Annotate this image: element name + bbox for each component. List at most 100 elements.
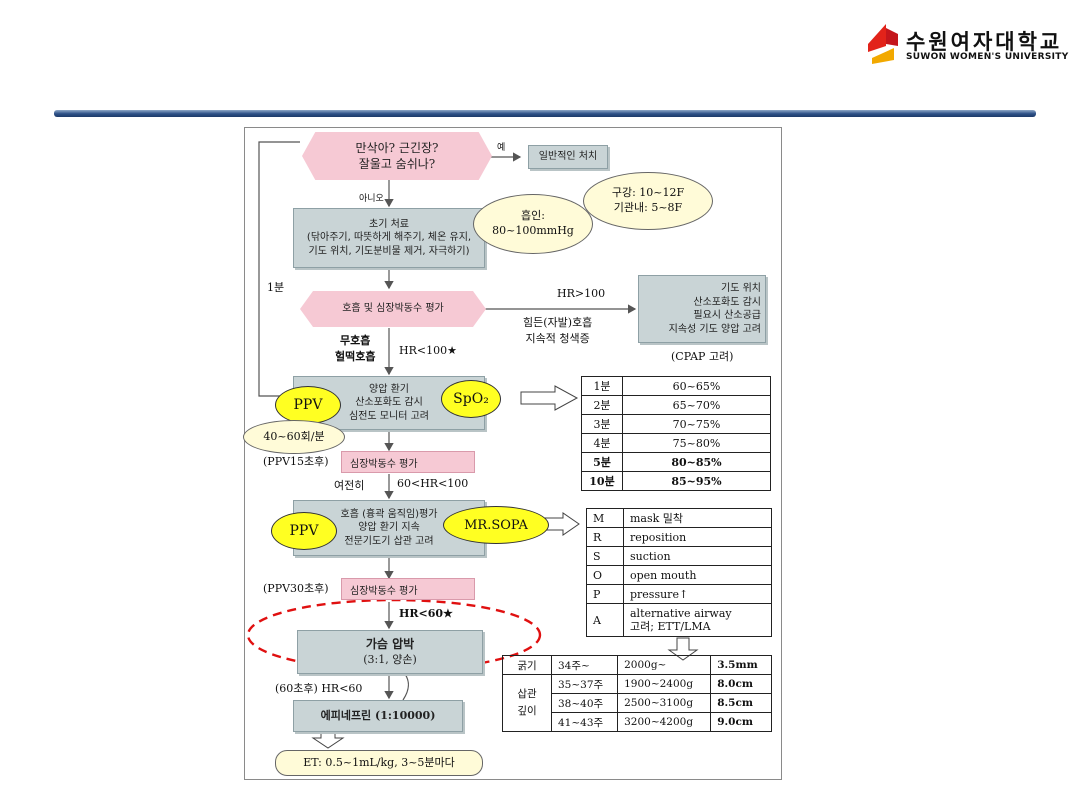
airway-line-2: 산소포화도 감시 <box>693 296 761 308</box>
sopa-step: open mouth <box>623 565 772 585</box>
catheter-size-cloud: 구강: 10~12F 기관내: 5~8F <box>583 172 713 230</box>
ppv-line-1: 양압 환기 <box>369 383 409 395</box>
spo2-oval: SpO₂ <box>441 380 501 418</box>
compression-title: 가슴 압박 <box>365 637 415 652</box>
sopa-letter: O <box>586 565 624 585</box>
spo2-time: 4분 <box>581 433 623 453</box>
hr-eval-2: 심장박동수 평가 <box>341 451 475 473</box>
suction-pressure-cloud: 흡인: 80~100mmHg <box>473 194 593 254</box>
airway-support-box: 기도 위치 산소포화도 감시 필요시 산소공급 지속성 기도 양압 고려 <box>638 275 766 343</box>
flow-connectors <box>246 141 699 749</box>
tube-depth-label-1: 삽관 <box>517 688 537 701</box>
tube-size-label: 굵기 <box>502 655 552 675</box>
table-row: 굵기 34주~ 2000g~ 3.5mm <box>502 655 772 675</box>
apnea-label: 무호흡 헐떡호흡 <box>335 332 375 364</box>
no-label: 아니오 <box>359 194 384 204</box>
labored-line-1: 힘든(자발)호흡 <box>523 316 593 329</box>
catheter-oral: 구강: 10~12F <box>611 186 685 200</box>
spo2-range: 75~80% <box>622 433 771 453</box>
university-name-kr: 수원여자대학교 <box>906 30 1063 54</box>
ppv-oval-2-text: PPV <box>289 523 319 539</box>
spo2-oval-text: SpO₂ <box>453 391 489 407</box>
labored-breathing-label: 힘든(자발)호흡 지속적 청색증 <box>523 314 592 346</box>
spo2-range: 70~75% <box>622 414 771 434</box>
hr-over-100-label: HR>100 <box>557 287 606 300</box>
yes-label: 예 <box>497 143 506 153</box>
hr-eval-2-text: 심장박동수 평가 <box>350 458 418 470</box>
hr-eval-3: 심장박동수 평가 <box>341 578 475 600</box>
epinephrine-box: 에피네프린 (1:10000) <box>293 700 463 732</box>
ppv-rate-cloud: 40~60회/분 <box>243 420 345 454</box>
hr-eval-3-text: 심장박동수 평가 <box>350 585 418 597</box>
tube-value: 9.0cm <box>710 712 772 732</box>
question-line-1: 만삭아? 근긴장? <box>355 140 439 155</box>
ppv-oval-1-text: PPV <box>293 397 323 413</box>
sopa-step: alternative airway <box>630 606 732 620</box>
initial-care-line-1: 초기 처료 <box>369 218 409 230</box>
table-row: 삽관 깊이 35~37주 1900~2400g 8.0cm <box>502 674 772 732</box>
tube-weight: 2000g~ <box>617 655 712 675</box>
tube-weeks: 41~43주 <box>550 712 619 732</box>
suction-value: 80~100mmHg <box>492 224 574 237</box>
catheter-tracheal: 기관내: 5~8F <box>613 201 683 214</box>
ppv-line-2: 산소포화도 감시 <box>355 397 423 409</box>
breathing-hr-eval-text: 호흡 및 심장박동수 평가 <box>342 303 444 315</box>
table-row: 38~40주 2500~3100g 8.5cm <box>503 693 772 713</box>
one-minute-label: 1분 <box>267 281 285 294</box>
sopa-letter: S <box>586 546 624 566</box>
tube-weeks: 38~40주 <box>550 693 619 713</box>
compression-ratio: (3:1, 양손) <box>363 652 417 666</box>
routine-care-text: 일반적인 처치 <box>538 151 598 163</box>
mrsopa-oval-text: MR.SOPA <box>464 517 528 533</box>
airway-line-1: 기도 위치 <box>721 283 761 294</box>
tube-weeks: 35~37주 <box>550 674 619 694</box>
hr-under-60-label: HR<60★ <box>399 607 453 620</box>
chest-compression-box: 가슴 압박 (3:1, 양손) <box>297 630 483 674</box>
spo2-time: 3분 <box>581 414 623 434</box>
tube-value: 3.5mm <box>710 655 772 675</box>
mr-line-2: 양압 환기 지속 <box>358 522 420 534</box>
sixty-sec-label: (60초후) HR<60 <box>275 682 363 695</box>
breathing-hr-eval: 호흡 및 심장박동수 평가 <box>300 291 486 327</box>
ppv15-label: (PPV15초후) <box>263 455 329 468</box>
initial-care-line-3: 기도 위치, 기도분비물 제거, 자극하기) <box>308 245 470 257</box>
spo2-time: 5분 <box>581 452 623 472</box>
suction-label: 흡인: <box>521 209 545 223</box>
table-row: 41~43주 3200~4200g 9.0cm <box>503 712 772 732</box>
resuscitation-flowchart: 만삭아? 근긴장? 잘울고 숨쉬나? 예 일반적인 처치 아니오 초기 처료 (… <box>243 127 782 780</box>
initial-care-line-2: (닦아주기, 따뜻하게 해주기, 체온 유지, <box>306 232 472 244</box>
university-name-en: SUWON WOMEN'S UNIVERSITY <box>906 52 1069 62</box>
tube-value: 8.5cm <box>710 693 772 713</box>
mr-line-3: 전문기도기 삽관 고려 <box>344 535 434 547</box>
tube-weight: 3200~4200g <box>617 712 712 732</box>
tube-size-table: 굵기 34주~ 2000g~ 3.5mm 삽관 깊이 35~37주 1900~2… <box>502 655 772 732</box>
spo2-time: 1분 <box>581 376 623 396</box>
spo2-range: 80~85% <box>622 452 771 472</box>
sopa-letter: A <box>586 603 624 637</box>
sopa-step: reposition <box>623 527 772 547</box>
sopa-letter: R <box>586 527 624 547</box>
spo2-range: 85~95% <box>622 471 771 491</box>
still-label: 여전히 <box>334 479 365 492</box>
sopa-letter: M <box>586 508 624 528</box>
airway-line-3: 필요시 산소공급 <box>693 310 761 321</box>
ppv-oval-2: PPV <box>271 512 337 550</box>
apnea-line-2: 헐떡호흡 <box>335 350 376 363</box>
ppv-rate-text: 40~60회/분 <box>263 429 325 443</box>
mrsopa-oval: MR.SOPA <box>443 506 549 544</box>
tube-weight: 1900~2400g <box>617 674 712 694</box>
initial-care-box: 초기 처료 (닦아주기, 따뜻하게 해주기, 체온 유지, 기도 위치, 기도분… <box>293 208 485 268</box>
routine-care-box: 일반적인 처치 <box>528 145 608 169</box>
epinephrine-text: 에피네프린 (1:10000) <box>320 708 436 722</box>
spo2-range: 65~70% <box>622 395 771 415</box>
